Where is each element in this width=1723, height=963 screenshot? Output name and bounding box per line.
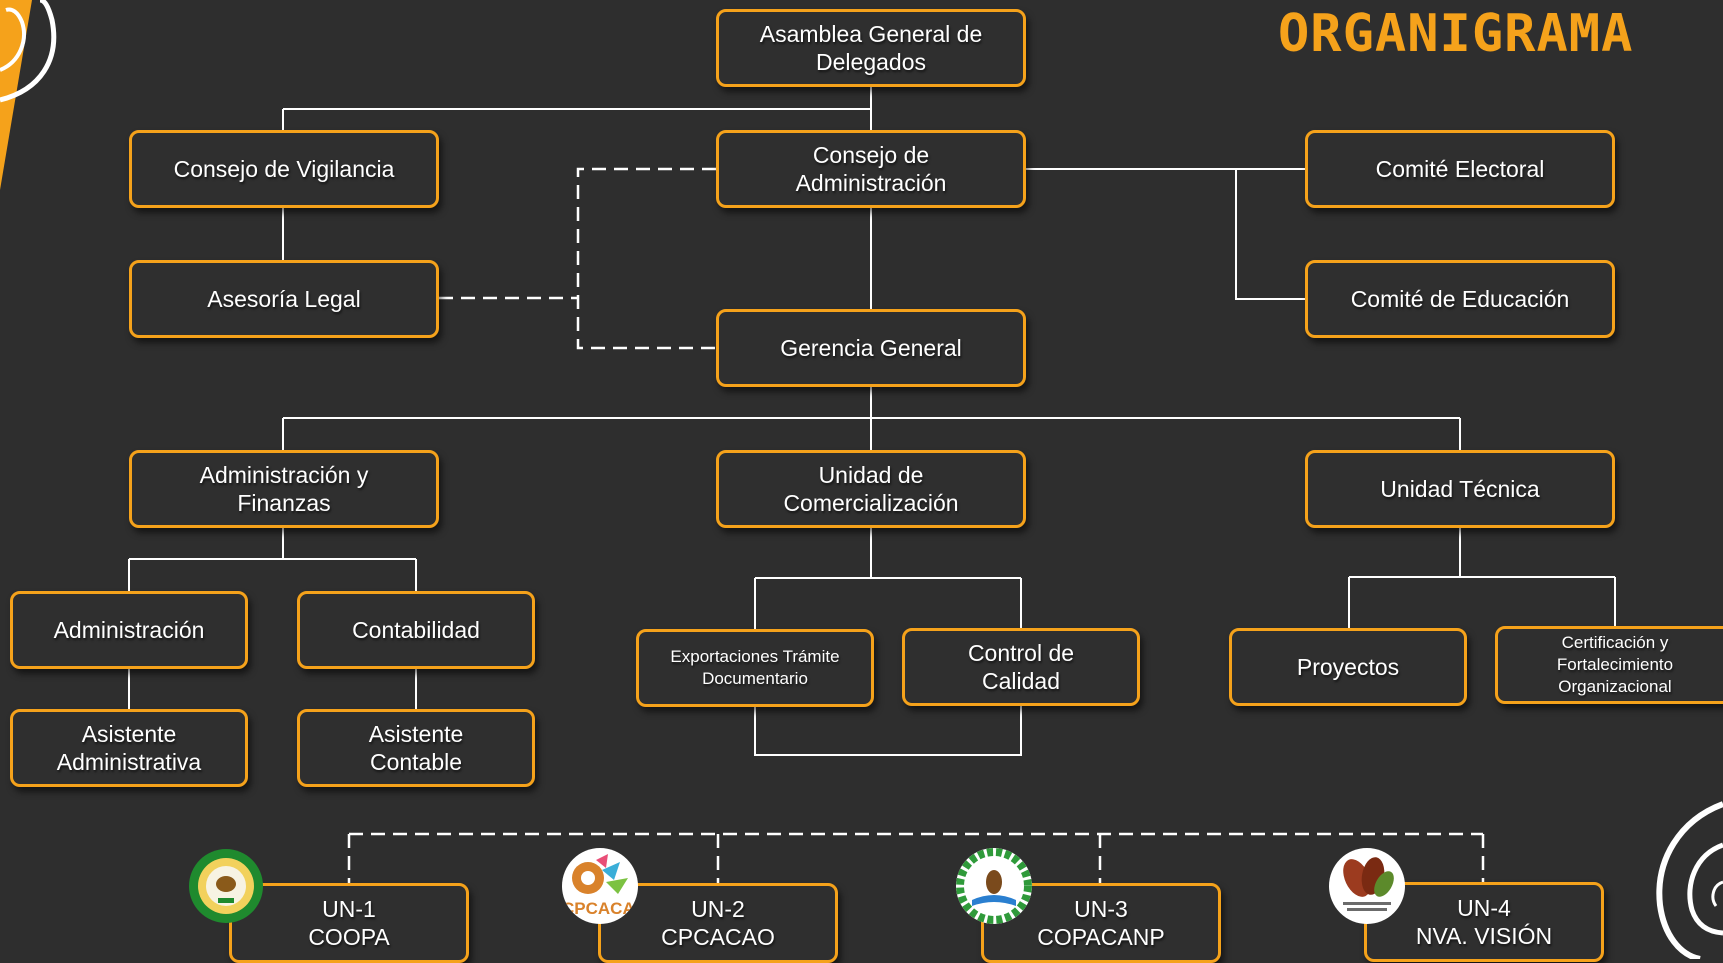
node-asistente-contable[interactable]: Asistente Contable bbox=[297, 709, 535, 787]
line-to-comite-educacion bbox=[1235, 169, 1305, 300]
node-un2-cpcacao[interactable]: UN-2 CPCACAO bbox=[598, 883, 838, 963]
decor-top-left-swirl bbox=[0, 0, 57, 190]
node-comite-educacion[interactable]: Comité de Educación bbox=[1305, 260, 1615, 338]
node-unidad-tecnica[interactable]: Unidad Técnica bbox=[1305, 450, 1615, 528]
node-comite-electoral[interactable]: Comité Electoral bbox=[1305, 130, 1615, 208]
node-un1-coopa[interactable]: UN-1 COOPA bbox=[229, 883, 469, 963]
node-proyectos[interactable]: Proyectos bbox=[1229, 628, 1467, 706]
node-exportaciones[interactable]: Exportaciones Trámite Documentario bbox=[636, 629, 874, 707]
cpcacao-logo-text: CPCACAO bbox=[562, 899, 638, 918]
node-gerencia-general[interactable]: Gerencia General bbox=[716, 309, 1026, 387]
line-com-bottom-loop bbox=[754, 705, 1022, 756]
node-administracion[interactable]: Administración bbox=[10, 591, 248, 669]
cacao-pod-logo bbox=[1329, 848, 1405, 924]
copacanp-logo bbox=[956, 848, 1032, 924]
node-unidad-comercializacion[interactable]: Unidad de Comercialización bbox=[716, 450, 1026, 528]
node-control-calidad[interactable]: Control de Calidad bbox=[902, 628, 1140, 706]
page-title: ORGANIGRAMA bbox=[1278, 4, 1634, 64]
node-certificacion[interactable]: Certificación y Fortalecimiento Organiza… bbox=[1495, 626, 1723, 704]
decor-bottom-right-swirl bbox=[1656, 801, 1723, 959]
cpcacao-logo: CPCACAO bbox=[562, 848, 638, 924]
node-contabilidad[interactable]: Contabilidad bbox=[297, 591, 535, 669]
node-asistente-administrativa[interactable]: Asistente Administrativa bbox=[10, 709, 248, 787]
node-consejo-administracion[interactable]: Consejo de Administración bbox=[716, 130, 1026, 208]
node-consejo-vigilancia[interactable]: Consejo de Vigilancia bbox=[129, 130, 439, 208]
node-asamblea-general[interactable]: Asamblea General de Delegados bbox=[716, 9, 1026, 87]
dashed-consejo-gerencia bbox=[576, 167, 716, 350]
node-administracion-finanzas[interactable]: Administración y Finanzas bbox=[129, 450, 439, 528]
node-asesoria-legal[interactable]: Asesoría Legal bbox=[129, 260, 439, 338]
cooperative-seal-logo bbox=[188, 848, 264, 924]
